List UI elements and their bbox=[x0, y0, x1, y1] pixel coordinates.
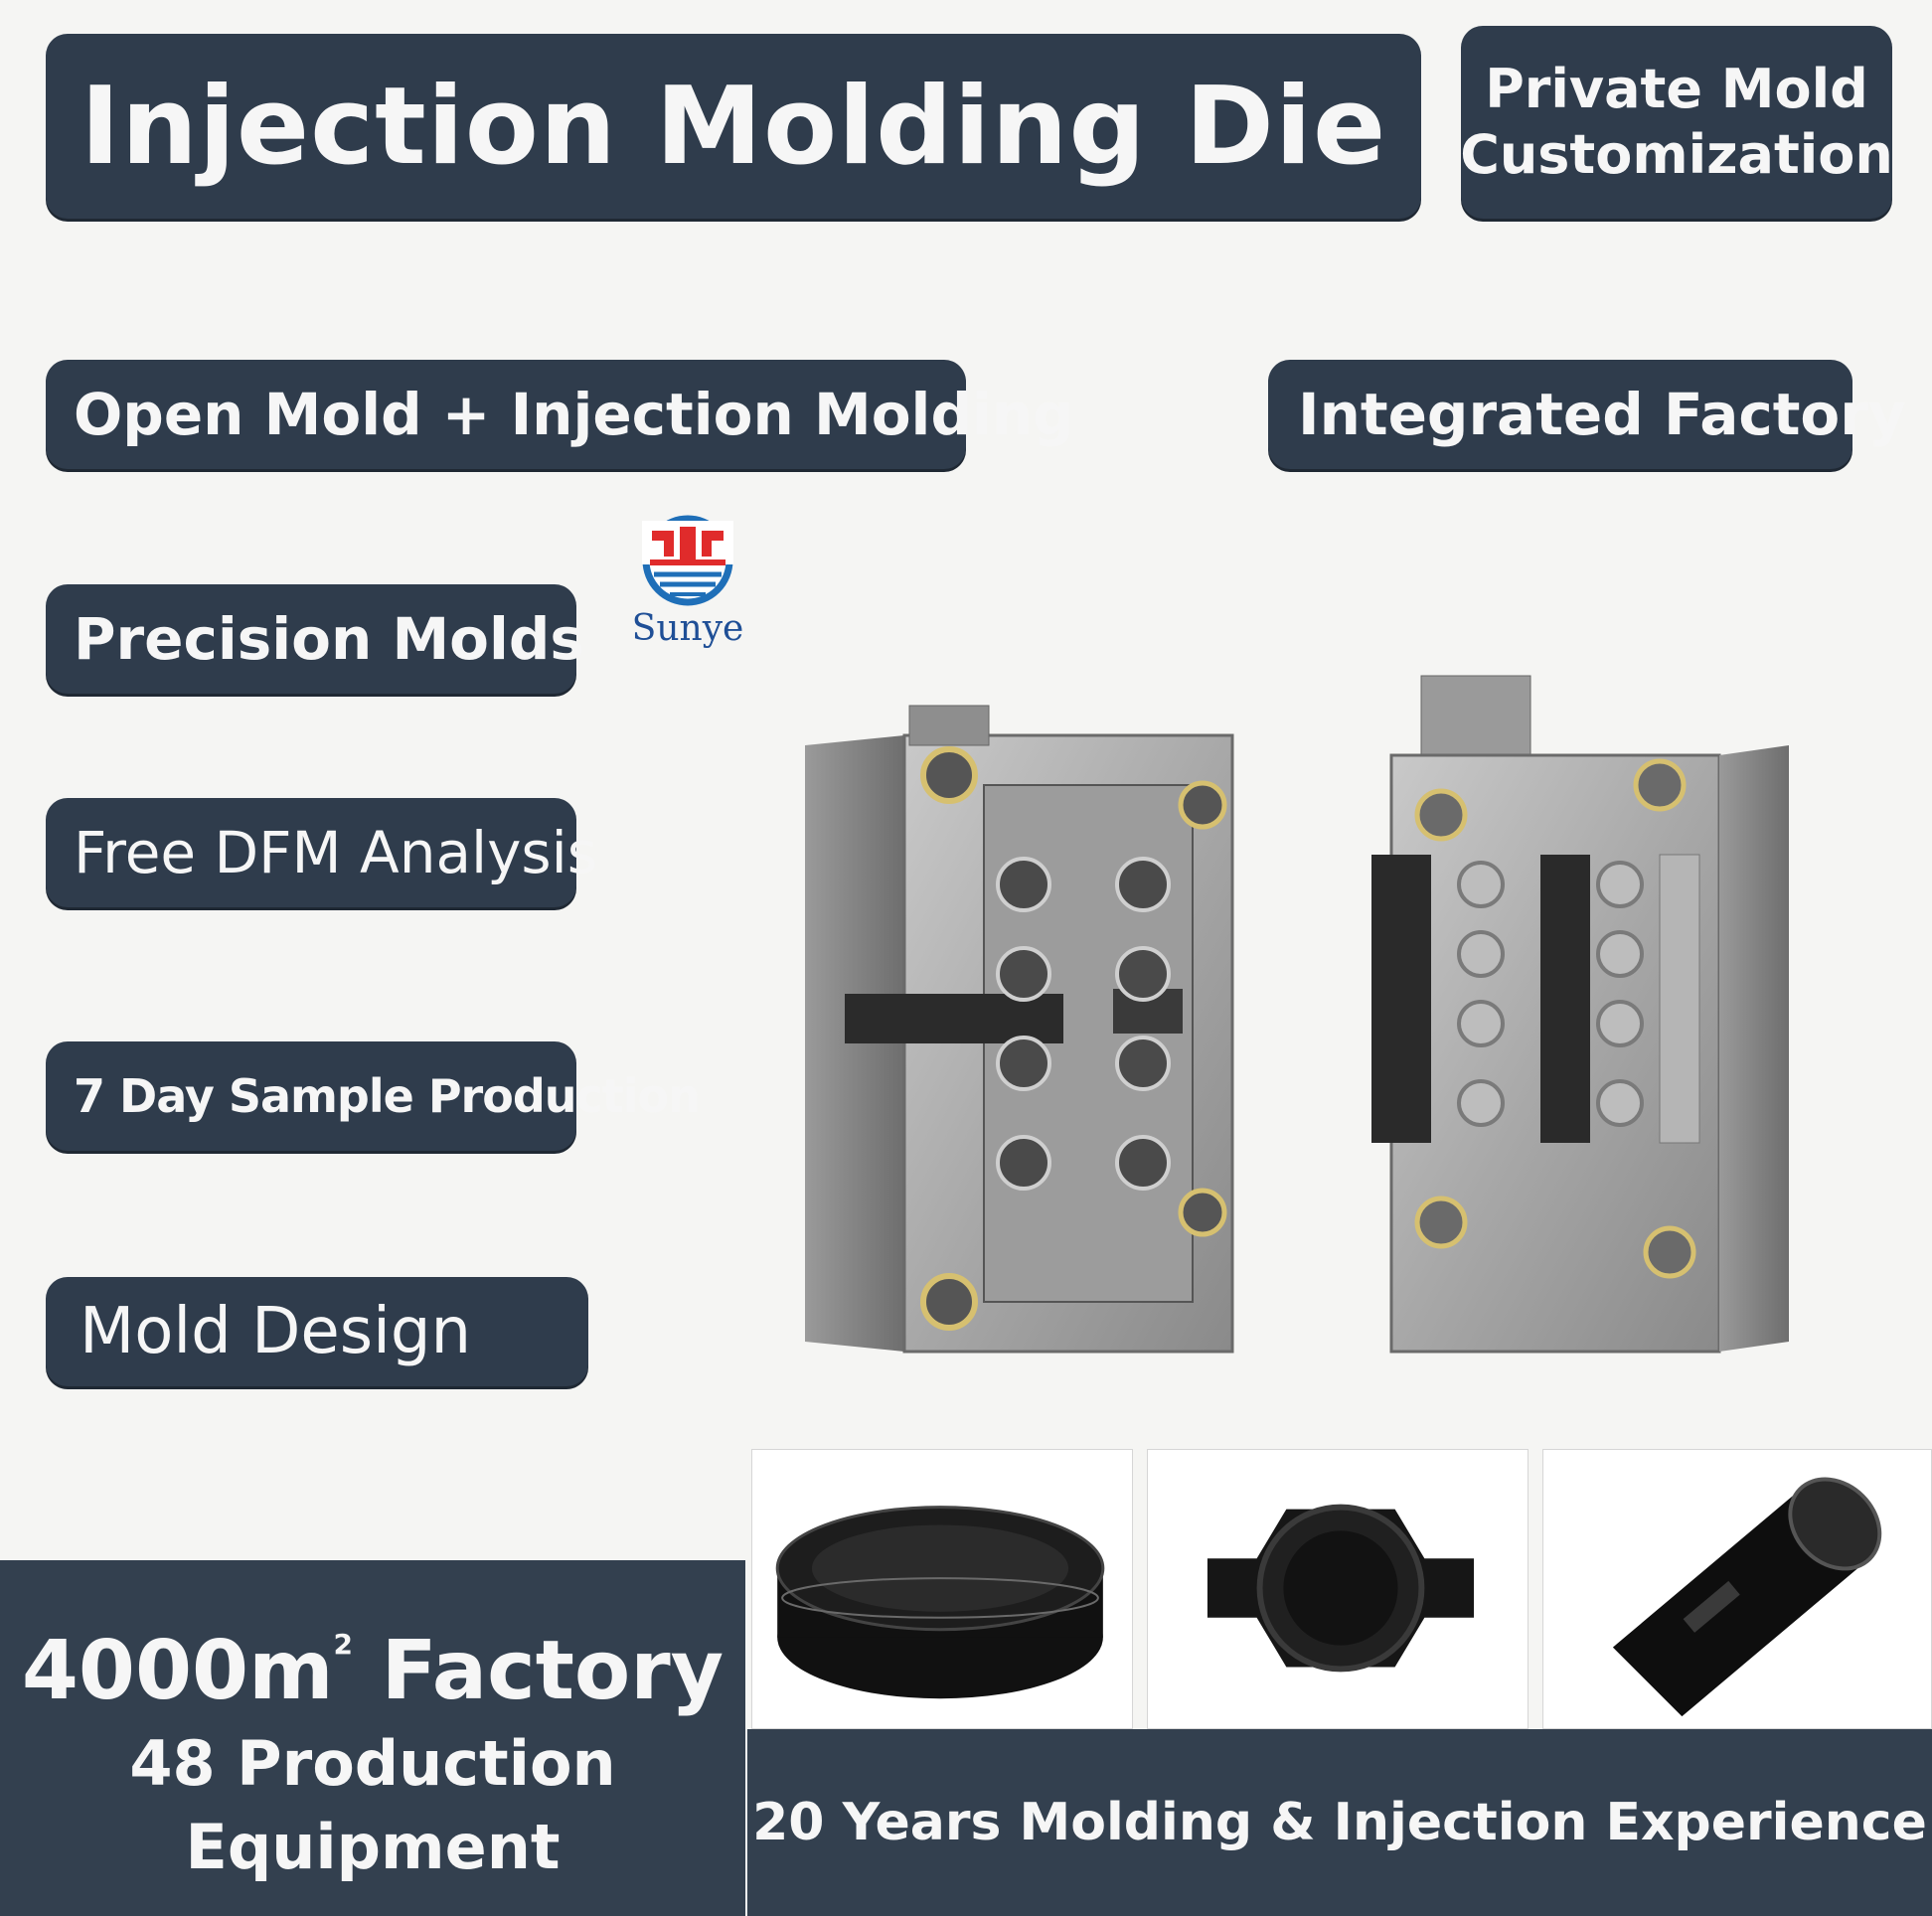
left-mold-half bbox=[805, 705, 1234, 1354]
feature-open-mold-label: Open Mold + Injection Molding bbox=[74, 381, 1074, 448]
feature-precision-molds: Precision Molds bbox=[46, 584, 584, 694]
mold-illustration bbox=[805, 675, 1789, 1354]
experience-text: 20 Years Molding & Injection Experience bbox=[752, 1793, 1927, 1852]
product-photo-round-housing bbox=[751, 1449, 1133, 1729]
equipment-line-2: Equipment bbox=[185, 1811, 561, 1883]
private-line-2: Customization bbox=[1460, 123, 1893, 186]
factory-area-number: 4000m bbox=[21, 1624, 334, 1718]
factory-area: 4000m2 Factory bbox=[0, 1624, 745, 1718]
title-banner: Injection Molding Die bbox=[46, 34, 1421, 219]
round-housing-icon bbox=[775, 1506, 1105, 1699]
factory-area-word: Factory bbox=[381, 1624, 724, 1718]
right-mold-half bbox=[1371, 675, 1789, 1354]
feature-integrated-label: Integrated Factory bbox=[1298, 381, 1906, 448]
factory-info-panel: 4000m2 Factory 48 Production Equipment bbox=[0, 1560, 745, 1916]
feature-free-dfm: Free DFM Analysis bbox=[46, 798, 597, 907]
feature-open-mold: Open Mold + Injection Molding bbox=[46, 360, 1074, 469]
feature-mold-design: Mold Design bbox=[46, 1277, 588, 1386]
experience-banner: 20 Years Molding & Injection Experience bbox=[747, 1729, 1932, 1916]
sunye-logo-icon bbox=[642, 515, 733, 606]
feature-sample-production: 7 Day Sample Production bbox=[46, 1041, 701, 1151]
feature-design-label: Mold Design bbox=[80, 1295, 472, 1368]
feature-precision-label: Precision Molds bbox=[74, 605, 584, 673]
flanged-ring-icon bbox=[1207, 1504, 1475, 1673]
cylinder-part-icon bbox=[1612, 1477, 1882, 1717]
feature-integrated-factory: Integrated Factory bbox=[1268, 360, 1906, 469]
product-photo-flanged-ring bbox=[1147, 1449, 1529, 1729]
private-mold-badge: Private Mold Customization bbox=[1460, 26, 1893, 219]
feature-sample-label: 7 Day Sample Production bbox=[74, 1069, 701, 1123]
page-title: Injection Molding Die bbox=[80, 64, 1387, 189]
private-line-1: Private Mold bbox=[1485, 58, 1868, 120]
product-photo-cylinder-part bbox=[1542, 1449, 1932, 1729]
brand-name: Sunye bbox=[631, 608, 744, 649]
factory-area-superscript: 2 bbox=[333, 1628, 353, 1661]
feature-dfm-label: Free DFM Analysis bbox=[74, 819, 597, 886]
equipment-line-1: 48 Production bbox=[129, 1727, 616, 1800]
